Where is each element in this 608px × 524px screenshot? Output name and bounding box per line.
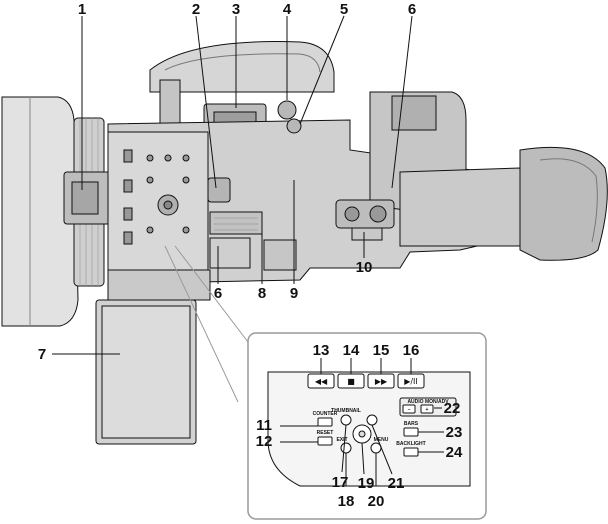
audio-mon-adv-label: AUDIO MON/ADV — [407, 399, 449, 405]
side-panel — [107, 131, 209, 271]
callout-13: 13 — [313, 342, 330, 359]
callout-22: 22 — [444, 400, 461, 417]
bars-label: BARS — [404, 421, 419, 427]
callout-21: 21 — [388, 475, 405, 492]
bars-button[interactable] — [403, 427, 419, 437]
callout-23: 23 — [446, 424, 463, 441]
counter-button[interactable] — [317, 417, 333, 427]
backlight-label: BACKLIGHT — [396, 441, 425, 447]
counter-label: COUNTER — [313, 411, 338, 417]
slot-area — [209, 211, 263, 235]
callout-10: 10 — [356, 259, 373, 276]
thumbnail-label: THUMBNAIL — [331, 408, 361, 414]
reset-label: RESET — [317, 430, 334, 436]
stop-icon: ■ — [347, 377, 355, 386]
play-pause-icon: ▶/II — [404, 377, 418, 386]
button-21[interactable] — [366, 414, 378, 426]
lens-hood — [1, 96, 79, 327]
callout-16: 16 — [403, 342, 420, 359]
callout-6-top: 6 — [408, 1, 416, 18]
rewind-icon: ◀◀ — [315, 377, 328, 386]
menu-label: MENU — [374, 437, 389, 443]
callout-11: 11 — [256, 417, 272, 434]
callout-19: 19 — [358, 475, 375, 492]
callout-7: 7 — [38, 346, 46, 363]
fast-forward-icon: ▶▶ — [375, 377, 388, 386]
reset-button[interactable] — [317, 436, 333, 446]
callout-8: 8 — [258, 285, 266, 302]
exit-label: EXIT — [336, 437, 347, 443]
lcd-monitor — [107, 269, 211, 301]
button-panel — [267, 371, 471, 487]
callout-15: 15 — [373, 342, 390, 359]
callout-12: 12 — [256, 433, 273, 450]
camcorder-illustration — [1, 41, 608, 445]
iris-dial — [207, 177, 231, 203]
callout-6-bottom: 6 — [214, 285, 222, 302]
plus-label: + — [426, 407, 429, 413]
eyecup — [519, 146, 608, 261]
callout-1: 1 — [78, 1, 86, 18]
minus-label: – — [408, 407, 411, 413]
leader-lines — [52, 15, 444, 486]
audio-minus-button[interactable] — [402, 404, 416, 414]
knob-4 — [277, 100, 297, 120]
zoom-connector — [164, 245, 249, 403]
thumbnail-button[interactable] — [340, 414, 352, 426]
callout-5: 5 — [340, 1, 348, 18]
callout-17: 17 — [332, 474, 349, 491]
callout-24: 24 — [446, 444, 463, 461]
callout-numbers: 1 2 3 4 5 6 6 7 8 9 10 11 12 13 14 15 16… — [38, 1, 463, 510]
backlight-button[interactable] — [403, 447, 419, 457]
callout-18: 18 — [338, 493, 355, 510]
knob-5 — [286, 118, 302, 134]
callout-14: 14 — [343, 342, 360, 359]
audio-plus-button[interactable] — [420, 404, 434, 414]
callout-4: 4 — [283, 1, 292, 18]
callout-9: 9 — [290, 285, 298, 302]
exit-button[interactable] — [340, 442, 352, 454]
callout-20: 20 — [368, 493, 385, 510]
callout-3: 3 — [232, 1, 240, 18]
callout-2: 2 — [192, 1, 200, 18]
